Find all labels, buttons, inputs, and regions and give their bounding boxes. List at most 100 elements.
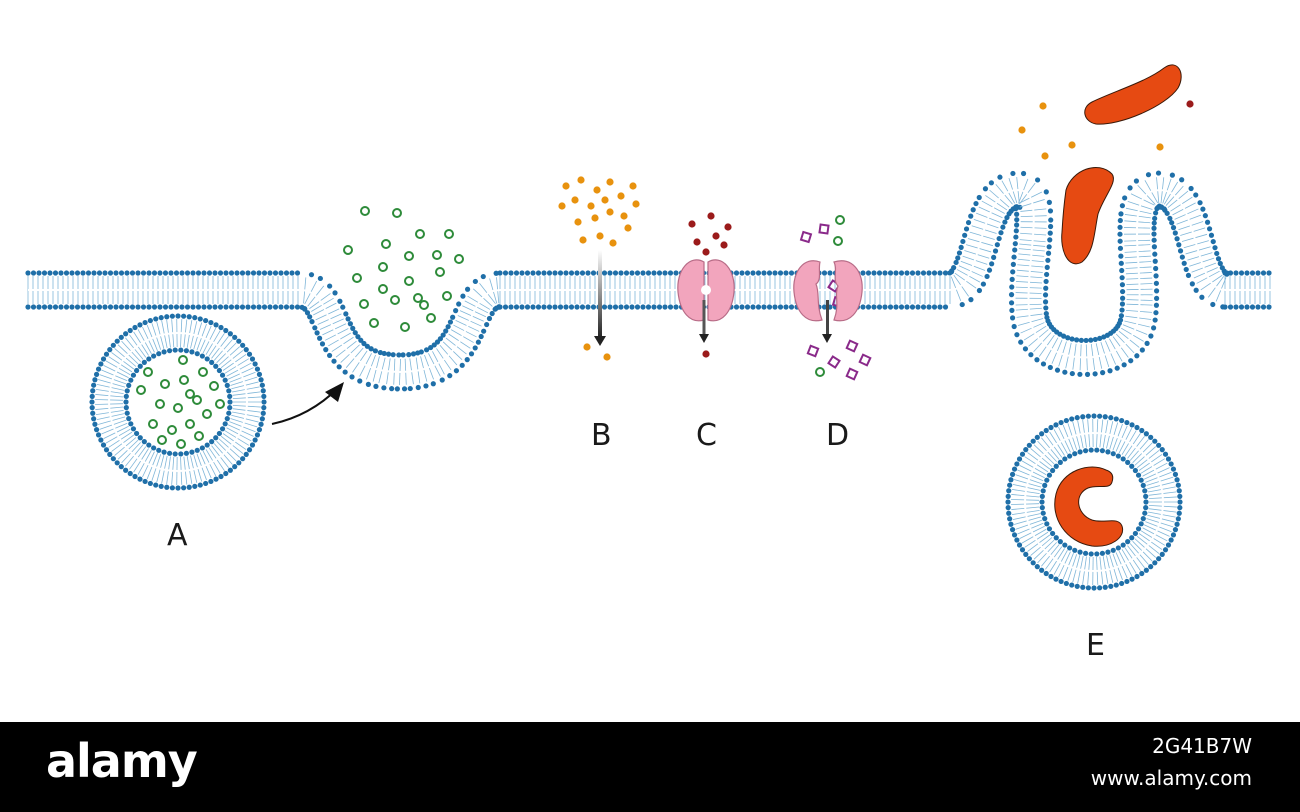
solute-particle — [577, 176, 585, 184]
ion-particle — [702, 248, 710, 256]
released-cargo — [378, 262, 388, 272]
membrane-segment-right — [1222, 270, 1272, 310]
released-cargo — [352, 273, 362, 283]
released-cargo — [381, 239, 391, 249]
solute-particle — [1156, 143, 1164, 151]
vesicle-cargo — [215, 399, 225, 409]
solute-particle — [601, 196, 609, 204]
carrier-substrate — [827, 355, 841, 369]
vesicle-cargo — [202, 409, 212, 419]
solute-particle — [574, 218, 582, 226]
released-cargo — [390, 295, 400, 305]
solute-particle — [1018, 126, 1026, 134]
released-cargo — [432, 250, 442, 260]
carrier-cosubstrate — [835, 215, 845, 225]
vesicle-cargo — [176, 439, 186, 449]
secretory-vesicle — [89, 313, 267, 491]
solute-particle — [571, 196, 579, 204]
ion-particle — [702, 350, 710, 358]
carrier-substrate — [845, 367, 859, 381]
ion-particle — [712, 232, 720, 240]
ion-particle — [688, 220, 696, 228]
ion-particle — [1186, 100, 1194, 108]
membrane-exocytosis-pocket — [299, 270, 502, 392]
vesicle-cargo — [198, 367, 208, 377]
vesicle-cargo — [157, 435, 167, 445]
carrier-substrate — [818, 223, 830, 235]
carrier-substrate — [799, 230, 813, 244]
vesicle-cargo — [192, 395, 202, 405]
label-d: D — [826, 418, 849, 453]
released-cargo — [454, 254, 464, 264]
membrane-transport-diagram: A B C D E — [25, 64, 1272, 663]
solute-particle — [606, 178, 614, 186]
label-b: B — [591, 418, 612, 453]
vesicle-cargo — [136, 385, 146, 395]
solute-particle — [620, 212, 628, 220]
vesicle-cargo — [148, 419, 158, 429]
vesicle-cargo — [185, 389, 195, 399]
solute-particle — [624, 224, 632, 232]
vesicle-cargo — [178, 355, 188, 365]
watermark-footer: alamy 2G41B7W www.alamy.com — [0, 722, 1300, 812]
released-cargo — [359, 299, 369, 309]
carrier-substrate — [806, 344, 820, 358]
label-c: C — [696, 418, 717, 453]
carrier-cosubstrate — [833, 236, 843, 246]
released-cargo — [444, 229, 454, 239]
solute-particle — [1041, 152, 1049, 160]
solute-particle — [632, 200, 640, 208]
fusion-arrow-head — [325, 382, 344, 402]
released-cargo — [392, 208, 402, 218]
solute-particle — [587, 202, 595, 210]
solute-particle — [596, 232, 604, 240]
solute-particle — [591, 214, 599, 222]
phagosome-vesicle — [1005, 413, 1183, 591]
bacterium-engulfed — [1054, 466, 1124, 547]
released-cargo — [404, 276, 414, 286]
vesicle-cargo — [155, 399, 165, 409]
released-cargo — [426, 313, 436, 323]
vesicle-cargo — [185, 419, 195, 429]
membrane-segment-left — [25, 270, 301, 310]
solute-particle — [603, 353, 611, 361]
released-cargo — [369, 318, 379, 328]
solute-particle — [1039, 102, 1047, 110]
vesicle-cargo — [160, 379, 170, 389]
solute-particle — [562, 182, 570, 190]
solute-particle — [606, 208, 614, 216]
released-cargo — [435, 267, 445, 277]
membrane-phagocytosis-folds — [947, 170, 1230, 377]
vesicle-cargo — [167, 425, 177, 435]
released-cargo — [378, 284, 388, 294]
bacterium-engulfing — [1061, 166, 1114, 265]
released-cargo — [413, 293, 423, 303]
solute-particle — [609, 239, 617, 247]
carrier-protein — [793, 260, 863, 343]
vesicle-cargo — [173, 403, 183, 413]
ion-particle — [724, 223, 732, 231]
solute-particle — [629, 182, 637, 190]
solute-particle — [617, 192, 625, 200]
label-a: A — [167, 518, 188, 553]
watermark-brand: alamy — [46, 734, 198, 788]
carrier-substrate — [858, 353, 872, 367]
channel-protein — [677, 259, 735, 343]
solute-particle — [1068, 141, 1076, 149]
solute-particle — [593, 186, 601, 194]
vesicle-cargo — [209, 381, 219, 391]
released-cargo — [400, 322, 410, 332]
released-cargo — [419, 300, 429, 310]
ion-particle — [693, 238, 701, 246]
released-cargo — [343, 245, 353, 255]
released-cargo — [360, 206, 370, 216]
carrier-substrate — [845, 339, 859, 353]
watermark-site-url: www.alamy.com — [1090, 766, 1252, 790]
released-cargo — [442, 291, 452, 301]
bacterium-outside — [1084, 64, 1182, 125]
solute-particle — [579, 236, 587, 244]
released-cargo — [415, 229, 425, 239]
solute-particle — [558, 202, 566, 210]
vesicle-cargo — [143, 367, 153, 377]
